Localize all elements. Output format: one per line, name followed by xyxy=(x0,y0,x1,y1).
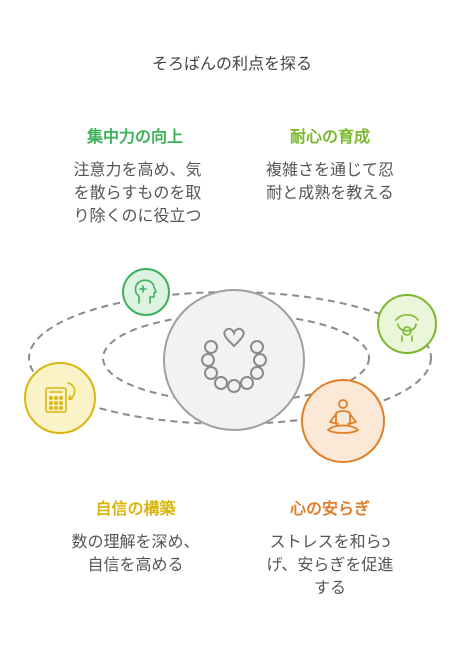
outer-orbit xyxy=(28,291,432,425)
peace-body: ストレスを和らↄ げ、安らぎを促進 する xyxy=(266,532,394,597)
focus-body: 注意力を高め、気 を散らすものを取 り除くのに役立つ xyxy=(73,160,202,225)
caring-hand-icon xyxy=(395,313,419,342)
meditation-icon xyxy=(327,399,359,434)
peace-node xyxy=(301,379,385,463)
patience-node xyxy=(377,294,437,354)
abacus-beads-icon xyxy=(201,327,267,393)
page-title: そろばんの利点を探る xyxy=(151,54,312,73)
peace-title: 心の安らぎ xyxy=(289,499,370,518)
confidence-body: 数の理解を深め、 自信を高める xyxy=(71,532,200,574)
patience-title: 耐心の育成 xyxy=(289,127,370,146)
calculator-icon xyxy=(45,382,76,413)
focus-node xyxy=(122,268,170,316)
patience-body: 複雑さを通じて忍 耐と成熟を教える xyxy=(265,160,394,202)
center-node xyxy=(163,289,305,431)
focus-title: 集中力の向上 xyxy=(86,127,183,146)
brain-head-icon xyxy=(134,279,157,304)
confidence-node xyxy=(24,362,96,434)
confidence-title: 自信の構築 xyxy=(95,499,176,518)
